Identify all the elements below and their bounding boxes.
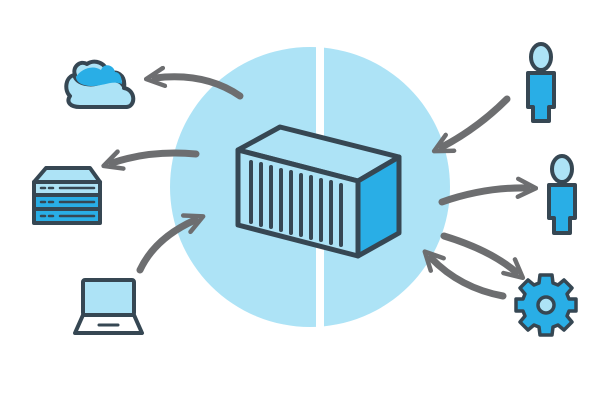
arrow-to-gear bbox=[440, 232, 526, 281]
shipping-container-icon bbox=[235, 124, 402, 259]
arrow-to-server bbox=[101, 149, 200, 171]
user-icon bbox=[547, 154, 577, 235]
user-icon bbox=[526, 42, 556, 123]
arrows bbox=[101, 65, 539, 300]
arrow-from-laptop bbox=[136, 213, 206, 274]
gear-icon bbox=[514, 273, 578, 337]
arrow-from-gear bbox=[422, 249, 507, 300]
arrow-to-user-middle bbox=[438, 176, 539, 206]
arrow-to-cloud bbox=[143, 65, 244, 100]
server-rack-icon bbox=[32, 166, 102, 225]
laptop-icon bbox=[73, 278, 144, 335]
arrow-from-user-top bbox=[431, 95, 511, 154]
cloud-icon bbox=[64, 59, 136, 109]
